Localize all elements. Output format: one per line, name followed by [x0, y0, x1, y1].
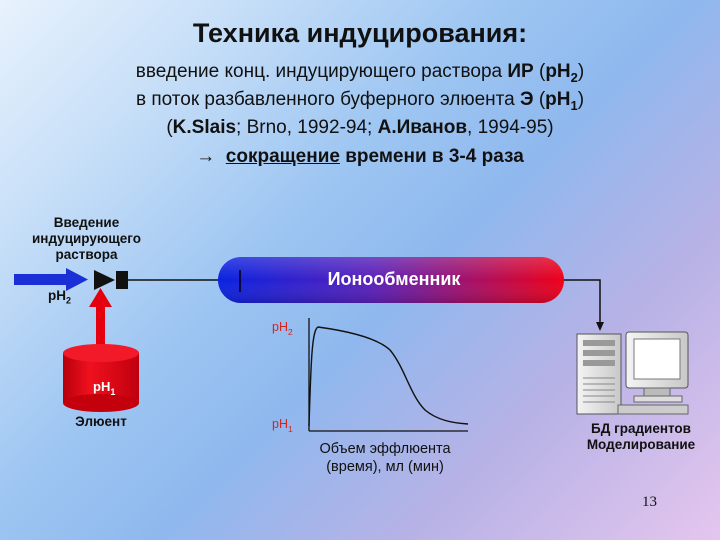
outlet-flow-line [564, 279, 604, 331]
line3-slais: K.Slais [172, 117, 237, 138]
line3-mid: ; Brno, 1992-94; [236, 117, 378, 138]
graph-ph1-label: pH1 [272, 417, 293, 434]
page-number: 13 [642, 494, 657, 510]
subtitle-line-1: введение конц. индуцирующего раствора ИР… [0, 61, 720, 85]
computer-label: БД градиентов Моделирование [566, 421, 716, 453]
injection-label: Введение индуцирующего раствора [14, 215, 159, 263]
inlet-ph-label: pH2 [48, 288, 71, 306]
injection-label-line: индуцирующего [32, 231, 141, 246]
slide-title: Техника индуцирования: [192, 18, 528, 48]
line2-paren: ( [533, 89, 546, 110]
eluent-label: Элюент [75, 414, 127, 429]
gradient-graph: pH2 pH1 [272, 318, 469, 434]
reservoir-ph-label: pH1 [93, 379, 115, 397]
eluent-reservoir: pH1 [63, 344, 139, 412]
line2-e: Э [520, 89, 534, 110]
subtitle-line-4: → сокращение времени в 3-4 раза [0, 146, 720, 168]
computer-monitor-icon [617, 331, 689, 415]
line2-close: ) [577, 89, 585, 110]
line4-text: времени в 3-4 раза [339, 146, 524, 167]
inlet-ph-sub: 2 [66, 295, 72, 306]
line1-paren: ( [533, 61, 546, 82]
injection-label-line: раствора [55, 247, 118, 262]
inlet-flow-arrow [14, 268, 88, 291]
graph-curve [308, 326, 469, 427]
line2-ph: pH [545, 89, 571, 110]
graph-x-label-line: Объем эффлюента [319, 441, 451, 457]
inlet-ph-base: pH [48, 288, 66, 303]
graph-x-label: Объем эффлюента (время), мл (мин) [290, 440, 480, 476]
injection-label-line: Введение [53, 215, 120, 230]
computer-tower-icon [576, 333, 622, 415]
computer-label-line: Моделирование [586, 437, 696, 452]
line1-close: ) [577, 61, 585, 82]
reservoir-flow-arrow [89, 288, 112, 348]
ion-exchange-column: Ионообменник [218, 257, 564, 303]
subtitle-line-2: в поток разбавленного буферного элюента … [0, 89, 720, 113]
injection-valve-icon [94, 270, 128, 290]
column-label: Ионообменник [328, 269, 462, 289]
line2-text: в поток разбавленного буферного элюента [135, 89, 521, 110]
graph-x-label-line: (время), мл (мин) [326, 459, 444, 475]
line2-sub: 1 [570, 97, 578, 113]
line1-text: введение конц. индуцирующего раствора [135, 61, 508, 82]
line3-open: ( [166, 117, 173, 138]
right-arrow-icon: → [196, 146, 216, 167]
subtitle-line-3: (K.Slais; Brno, 1992-94; А.Иванов, 1994-… [0, 117, 720, 139]
line1-sub: 2 [570, 69, 578, 85]
line1-ph: pH [545, 61, 571, 82]
line4-underlined: сокращение [225, 146, 340, 167]
graph-ph2-label: pH2 [272, 320, 293, 337]
line1-ir: ИР [507, 61, 534, 82]
line3-end: , 1994-95) [467, 117, 554, 138]
line3-ivanov: А.Иванов [377, 117, 468, 138]
computer-label-line: БД градиентов [591, 421, 691, 436]
keyboard-icon [617, 404, 689, 415]
